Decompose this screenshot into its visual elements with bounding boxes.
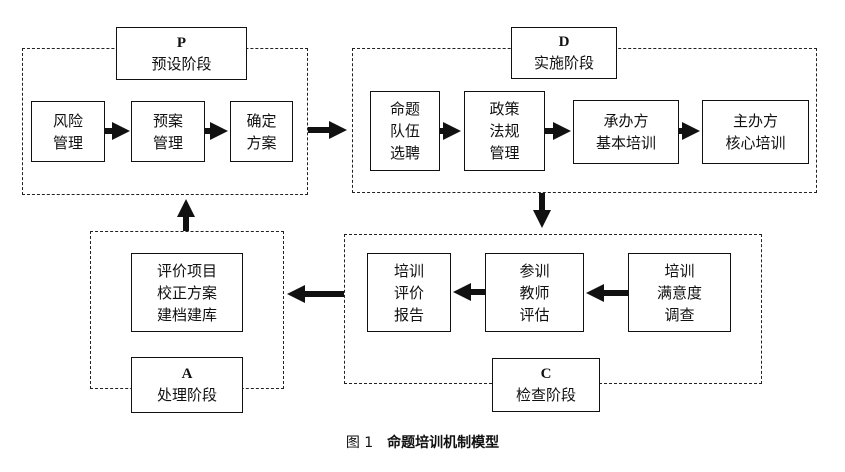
phase-a-label: A 处理阶段 bbox=[131, 357, 243, 413]
box-confirm-plan: 确定 方案 bbox=[230, 101, 293, 162]
phase-d-name: 实施阶段 bbox=[533, 54, 594, 72]
box-satisfaction-survey: 培训 满意度 调查 bbox=[628, 253, 731, 332]
box-team-selection: 命题 队伍 选聘 bbox=[370, 91, 440, 171]
phase-p-letter: P bbox=[176, 34, 187, 51]
box-plan-management: 预案 管理 bbox=[131, 101, 205, 162]
phase-a-letter: A bbox=[181, 366, 193, 382]
phase-p-name: 预设阶段 bbox=[151, 54, 212, 73]
box-evaluation-report: 培训 评价 报告 bbox=[367, 253, 451, 332]
box-archive: 评价项目 校正方案 建档建库 bbox=[131, 253, 243, 332]
phase-c-label: C 检查阶段 bbox=[492, 358, 600, 412]
phase-d-label: D 实施阶段 bbox=[511, 27, 617, 79]
phase-d-letter: D bbox=[558, 34, 570, 50]
figure-title: 命题培训机制模型 bbox=[387, 435, 500, 451]
box-risk-management: 风险 管理 bbox=[31, 101, 105, 162]
phase-p-label: P 预设阶段 bbox=[116, 27, 247, 80]
phase-c-letter: C bbox=[540, 366, 552, 382]
phase-a-name: 处理阶段 bbox=[156, 386, 217, 404]
figure-caption: 图 1 命题培训机制模型 bbox=[0, 432, 845, 452]
figure-number: 图 1 bbox=[345, 435, 374, 451]
box-teacher-evaluation: 参训 教师 评估 bbox=[485, 253, 584, 332]
box-policy-management: 政策 法规 管理 bbox=[464, 91, 545, 171]
box-organizer-training: 主办方 核心培训 bbox=[702, 100, 809, 164]
box-contractor-training: 承办方 基本培训 bbox=[573, 100, 679, 164]
phase-c-name: 检查阶段 bbox=[515, 386, 576, 404]
